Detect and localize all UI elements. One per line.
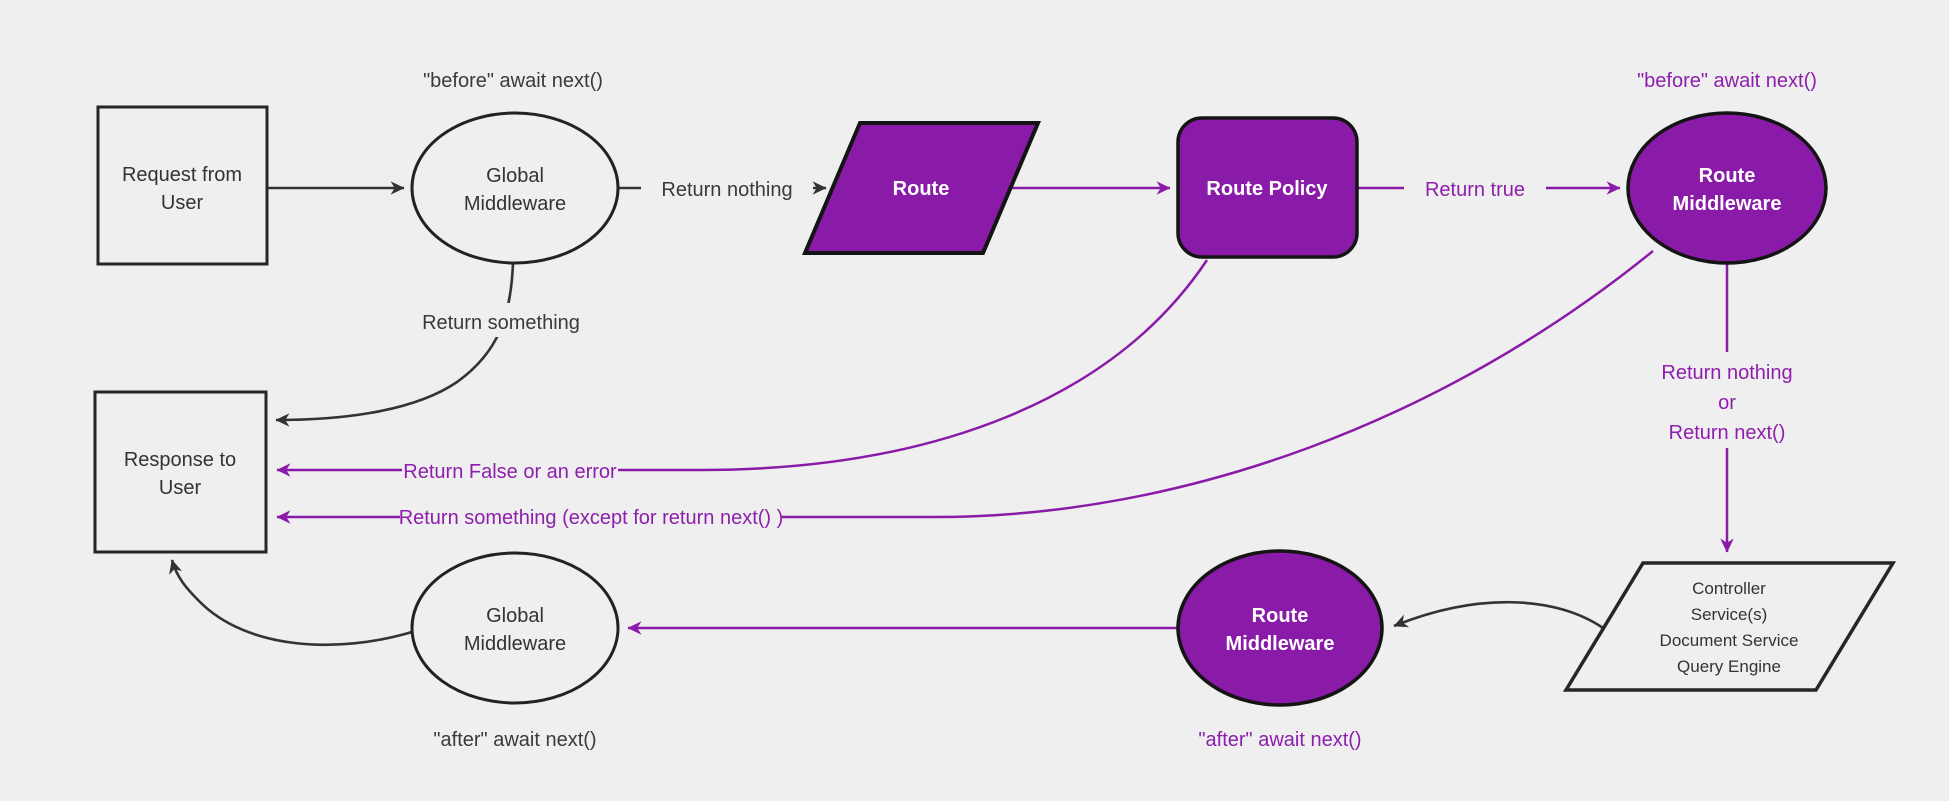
edge-label-return-something-bg [407,303,597,337]
node-response-to-user-shape [93,390,268,554]
edge-label-return-nothing-or-next-line3: Return next() [1669,422,1786,444]
node-route-shape [801,121,1042,255]
node-global-middleware-top-line1: Global [486,165,544,187]
node-response-to-user: Response to User [93,390,268,554]
node-route-middleware-top-shape [1626,111,1828,265]
edge-label-after-await-route-text: "after" await next() [1198,729,1361,751]
edge-label-after-await-route: "after" await next() [1198,729,1361,751]
edge-label-return-nothing-or-next-bg [1636,352,1818,448]
node-global-middleware-top: Global Middleware [410,111,620,265]
node-controller-services-line1: Controller [1692,579,1766,598]
node-global-middleware-top-shape [410,111,620,265]
node-controller-services-line4: Query Engine [1677,657,1781,676]
node-global-middleware-bottom-shape [410,551,620,705]
node-route-middleware-top-line1: Route [1699,165,1756,187]
node-response-to-user-line1: Response to [124,449,236,471]
edge-label-return-false-error: Return False or an error [402,452,618,487]
edge-label-return-true-text: Return true [1425,179,1525,201]
node-route: Route [801,121,1042,255]
edge-label-return-nothing-or-next-line2: or [1718,392,1736,414]
node-global-middleware-bottom-line2: Middleware [464,633,566,655]
node-route-middleware-top-line2: Middleware [1673,193,1782,215]
node-route-middleware-bottom: Route Middleware [1176,549,1384,707]
node-controller-services: Controller Service(s) Document Service Q… [1562,561,1897,692]
node-route-policy: Route Policy [1176,116,1359,259]
node-global-middleware-top-line2: Middleware [464,193,566,215]
edge-label-return-false-error-text: Return False or an error [403,461,617,483]
node-global-middleware-bottom-line1: Global [486,605,544,627]
edge-route-middleware-to-response-arrow [276,250,1654,524]
node-response-to-user-line2: User [159,477,202,499]
node-request-from-user-line2: User [161,192,204,214]
edge-label-return-false-error-bg [402,452,618,487]
edge-label-return-something-text: Return something [422,312,580,334]
edge-label-return-something-except-bg [400,499,782,534]
edge-controller-to-route-middleware-arrow [1393,600,1604,630]
node-request-from-user-shape [96,105,269,266]
edge-label-return-nothing-text: Return nothing [661,179,792,201]
edge-label-return-true-bg [1404,171,1546,204]
edge-label-before-await-route-text: "before" await next() [1637,70,1817,92]
edge-label-return-something-except-text: Return something (except for return next… [399,507,784,529]
edge-global-middleware-bottom-to-response-arrow [169,559,413,647]
edge-label-return-true: Return true [1404,171,1546,204]
node-controller-services-line2: Service(s) [1691,605,1768,624]
node-controller-services-line3: Document Service [1660,631,1799,650]
node-controller-services-shape [1562,561,1897,692]
node-route-middleware-bottom-line2: Middleware [1226,633,1335,655]
edge-label-after-await-global-text: "after" await next() [433,729,596,751]
edge-label-return-something: Return something [407,303,597,337]
edge-label-before-await-route: "before" await next() [1637,70,1817,92]
edge-label-return-nothing: Return nothing [641,171,813,204]
edge-label-return-nothing-or-next-line1: Return nothing [1661,362,1792,384]
node-global-middleware-bottom: Global Middleware [410,551,620,705]
edge-route-policy-to-response-arrow [276,259,1209,477]
node-route-policy-label: Route Policy [1206,178,1328,200]
node-route-label: Route [893,178,950,200]
edge-global-middleware-to-response-arrow [275,262,515,427]
node-route-middleware-bottom-shape [1176,549,1384,707]
edge-label-return-nothing-or-next: Return nothing or Return next() [1636,352,1818,448]
edge-label-before-await-global-text: "before" await next() [423,70,603,92]
node-route-middleware-bottom-line1: Route [1252,605,1309,627]
node-route-middleware-top: Route Middleware [1626,111,1828,265]
node-route-policy-shape [1176,116,1359,259]
node-request-from-user-line1: Request from [122,164,242,186]
edge-label-before-await-global: "before" await next() [423,70,603,92]
node-request-from-user: Request from User [96,105,269,266]
edge-label-return-something-except: Return something (except for return next… [399,499,784,534]
edge-label-after-await-global: "after" await next() [433,729,596,751]
edge-label-return-nothing-bg [641,171,813,204]
